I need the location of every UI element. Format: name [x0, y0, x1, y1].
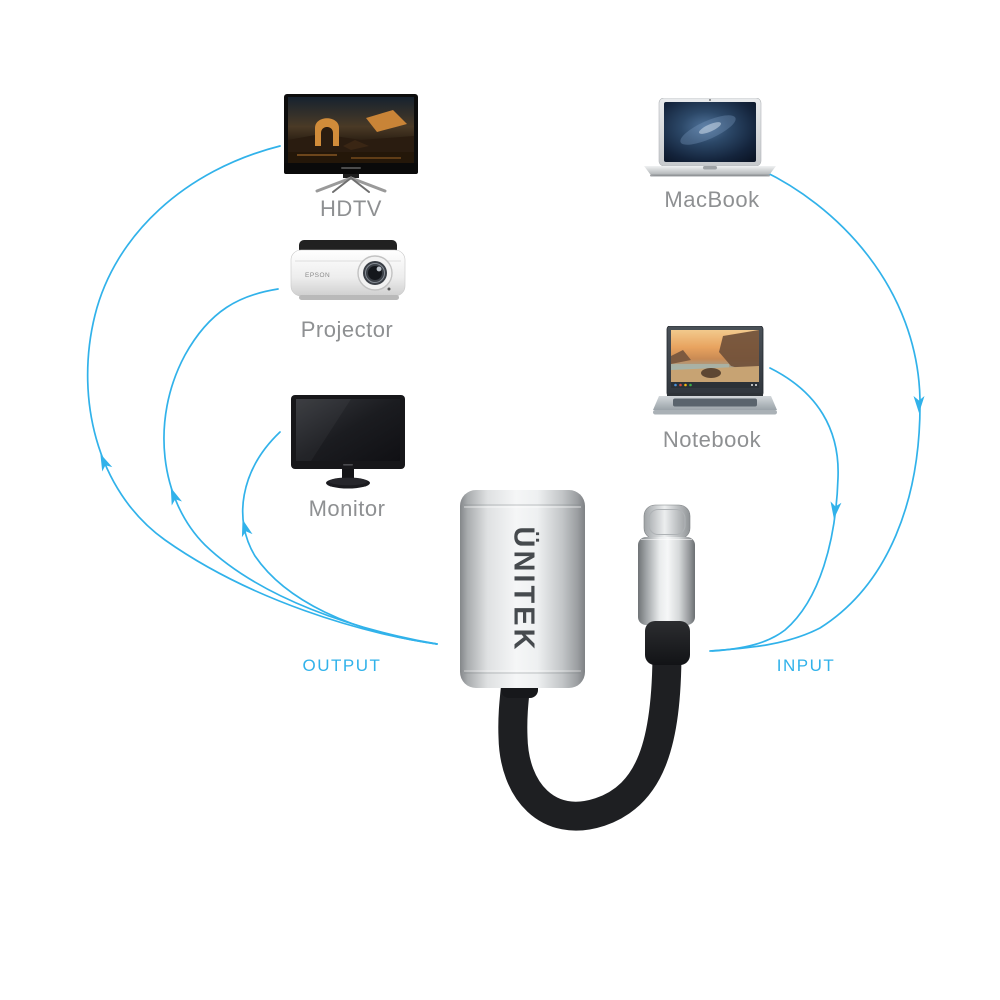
arrowhead-monitor-icon	[241, 519, 253, 538]
hdtv-label: HDTV	[320, 196, 382, 221]
macbook-label: MacBook	[664, 187, 760, 212]
monitor-label: Monitor	[308, 496, 386, 521]
usb-cable	[498, 635, 682, 831]
arrowhead-macbook-icon	[913, 396, 925, 413]
hdtv-image	[284, 94, 418, 193]
arrow-curve-input-macbook	[709, 166, 921, 652]
notebook-label: Notebook	[662, 427, 762, 452]
arrowhead-notebook-icon	[830, 501, 842, 519]
monitor-image	[291, 395, 405, 489]
arrow-curve-output-monitor	[241, 431, 438, 645]
projector-brand-text: EPSON	[305, 272, 330, 279]
notebook-image	[653, 326, 777, 415]
projector-label: Projector	[300, 317, 394, 342]
arrow-curve-output-hdtv	[86, 145, 438, 645]
arrowhead-hdtv-icon	[100, 453, 113, 472]
output-label: OUTPUT	[302, 656, 382, 675]
usb-c-plug-barrel	[638, 537, 695, 625]
input-label: INPUT	[776, 656, 836, 675]
usb-c-plug-tip	[643, 504, 691, 540]
plug-strain-relief	[645, 621, 690, 665]
projector-image: EPSON	[290, 240, 406, 300]
arrowhead-projector-icon	[170, 487, 183, 506]
adapter-body	[460, 490, 585, 688]
macbook-image	[644, 98, 776, 177]
arrow-curve-input-notebook	[711, 367, 839, 652]
